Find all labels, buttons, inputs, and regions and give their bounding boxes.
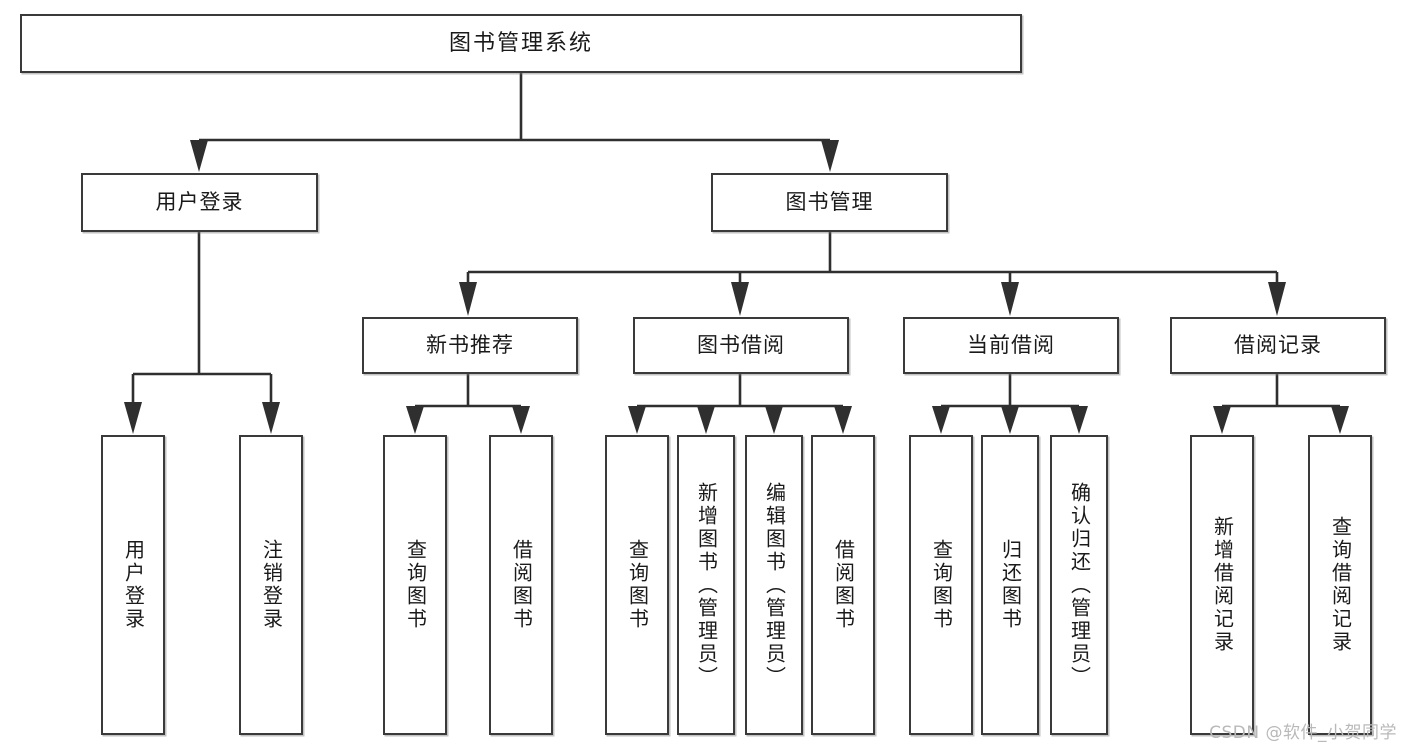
node-leaf-borrow-edit-label: 编辑图书（管理员） — [762, 481, 787, 689]
arrowhead-book-manage — [821, 140, 839, 172]
arrowhead-leaf-borrow-edit — [765, 406, 783, 434]
node-leaf-borrow-add[interactable]: 新增图书（管理员） — [677, 435, 735, 735]
node-current-borrow[interactable]: 当前借阅 — [903, 317, 1119, 374]
node-book-manage[interactable]: 图书管理 — [711, 173, 948, 232]
csdn-watermark: CSDN @软件_小贺同学 — [1209, 723, 1397, 743]
arrowhead-leaf-cur-confirm — [1070, 406, 1088, 434]
node-root-label: 图书管理系统 — [448, 30, 593, 56]
arrowhead-new-book-rec — [459, 282, 477, 316]
node-leaf-rec-query-record-label: 查询借阅记录 — [1328, 516, 1353, 654]
arrowhead-leaf-borrow-lend — [834, 406, 852, 434]
arrowhead-leaf-borrow-add — [697, 406, 715, 434]
arrowhead-leaf-user-login — [124, 402, 142, 434]
node-new-book-rec[interactable]: 新书推荐 — [362, 317, 578, 374]
node-leaf-rec-add[interactable]: 新增借阅记录 — [1190, 435, 1254, 735]
node-leaf-borrow-lend[interactable]: 借阅图书 — [811, 435, 875, 735]
node-leaf-cur-query-label: 查询图书 — [929, 539, 954, 631]
node-leaf-user-logout-label: 注销登录 — [259, 539, 284, 631]
node-book-borrow[interactable]: 图书借阅 — [633, 317, 849, 374]
node-leaf-borrow-query-label: 查询图书 — [625, 539, 650, 631]
node-borrow-record[interactable]: 借阅记录 — [1170, 317, 1386, 374]
arrowhead-leaf-cur-query — [932, 406, 950, 434]
node-leaf-rec-query-record[interactable]: 查询借阅记录 — [1308, 435, 1372, 735]
arrowhead-leaf-rec-query-record — [1331, 406, 1349, 434]
node-book-borrow-label: 图书借阅 — [697, 333, 785, 358]
node-current-borrow-label: 当前借阅 — [967, 333, 1055, 358]
arrowhead-leaf-borrow-query — [628, 406, 646, 434]
arrowhead-leaf-rec-borrow — [512, 406, 530, 434]
node-book-manage-label: 图书管理 — [785, 190, 874, 215]
arrowhead-borrow-record — [1268, 282, 1286, 316]
node-leaf-rec-borrow[interactable]: 借阅图书 — [489, 435, 553, 735]
node-leaf-borrow-add-label: 新增图书（管理员） — [694, 481, 719, 689]
arrowhead-book-borrow — [731, 282, 749, 316]
node-new-book-rec-label: 新书推荐 — [426, 333, 514, 358]
node-leaf-rec-query-label: 查询图书 — [403, 539, 428, 631]
arrowhead-leaf-rec-query — [406, 406, 424, 434]
node-borrow-record-label: 借阅记录 — [1234, 333, 1322, 358]
node-leaf-rec-borrow-label: 借阅图书 — [509, 539, 534, 631]
arrowhead-user-login — [190, 140, 208, 172]
node-leaf-borrow-query[interactable]: 查询图书 — [605, 435, 669, 735]
arrowhead-current-borrow — [1001, 282, 1019, 316]
arrowhead-leaf-rec-add — [1213, 406, 1231, 434]
node-leaf-cur-confirm[interactable]: 确认归还（管理员） — [1050, 435, 1108, 735]
node-root[interactable]: 图书管理系统 — [20, 14, 1022, 73]
node-leaf-rec-add-label: 新增借阅记录 — [1210, 516, 1235, 654]
node-leaf-cur-confirm-label: 确认归还（管理员） — [1067, 481, 1092, 689]
node-leaf-borrow-edit[interactable]: 编辑图书（管理员） — [745, 435, 803, 735]
node-user-login[interactable]: 用户登录 — [81, 173, 318, 232]
arrowhead-leaf-cur-return — [1001, 406, 1019, 434]
node-leaf-cur-query[interactable]: 查询图书 — [909, 435, 973, 735]
node-leaf-user-login[interactable]: 用户登录 — [101, 435, 165, 735]
node-user-login-label: 用户登录 — [155, 190, 244, 215]
node-leaf-borrow-lend-label: 借阅图书 — [831, 539, 856, 631]
node-leaf-cur-return-label: 归还图书 — [998, 539, 1023, 631]
node-leaf-cur-return[interactable]: 归还图书 — [981, 435, 1039, 735]
node-leaf-user-login-label: 用户登录 — [121, 539, 146, 631]
node-leaf-user-logout[interactable]: 注销登录 — [239, 435, 303, 735]
node-leaf-rec-query[interactable]: 查询图书 — [383, 435, 447, 735]
arrowhead-leaf-user-logout — [262, 402, 280, 434]
